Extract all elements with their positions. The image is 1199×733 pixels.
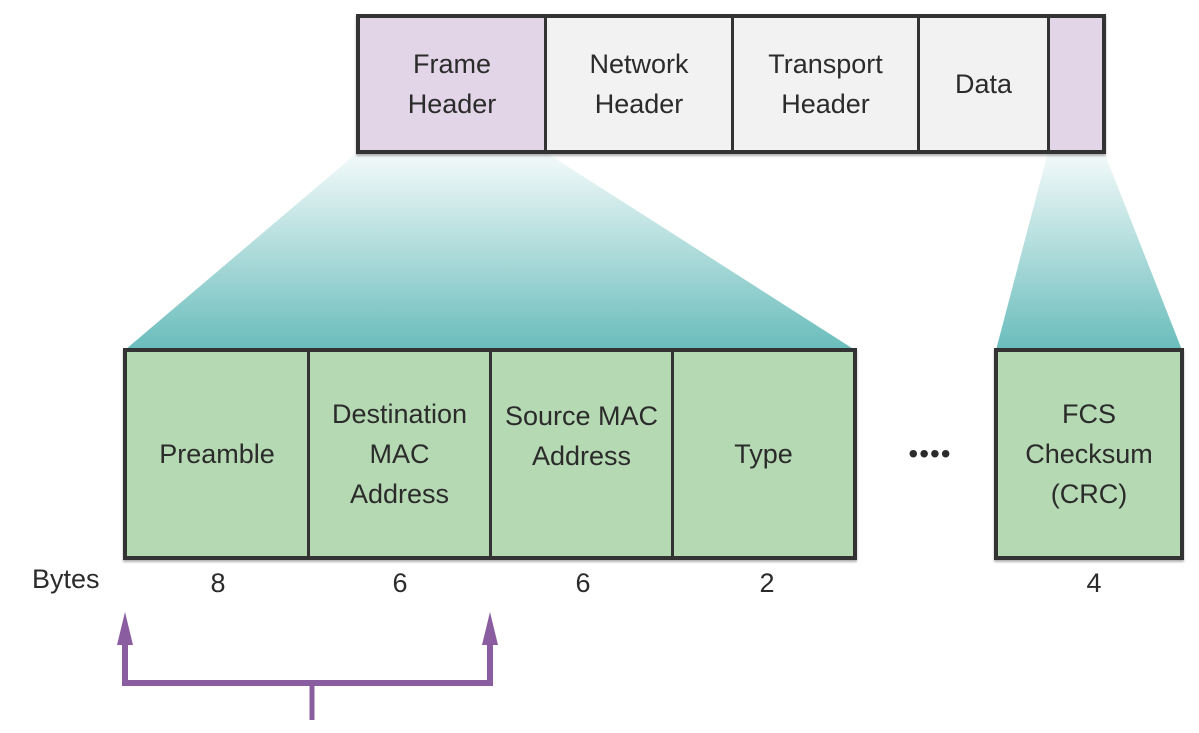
field-label: Source MAC Address xyxy=(504,401,659,471)
field-label: Type xyxy=(734,439,793,469)
field-fcs: FCS Checksum (CRC) xyxy=(994,348,1184,560)
fcs-zoom-wedge xyxy=(996,152,1182,350)
arrow-up-icon xyxy=(482,612,498,645)
bracket-line xyxy=(122,628,493,686)
ethernet-fields-row: Preamble Destination MAC Address Source … xyxy=(123,348,857,560)
transport-header-cell: Transport Header xyxy=(734,18,920,150)
field-label: FCS Checksum (CRC) xyxy=(1025,399,1153,509)
arrow-up-icon xyxy=(117,612,133,645)
bracket-arrows xyxy=(122,628,493,720)
field-label: Preamble xyxy=(159,439,275,469)
transport-header-label: Transport Header xyxy=(768,49,883,119)
bytes-value: 4 xyxy=(1086,568,1102,598)
field-label: Destination MAC Address xyxy=(331,399,468,509)
network-header-cell: Network Header xyxy=(547,18,734,150)
bytes-value: 6 xyxy=(392,568,408,598)
frame-row: Frame Header Network Header Transport He… xyxy=(356,14,1106,154)
bytes-value: 6 xyxy=(575,568,591,598)
field-preamble: Preamble xyxy=(127,352,310,556)
bytes-value: 2 xyxy=(759,568,775,598)
network-header-label: Network Header xyxy=(589,49,689,119)
field-destination-mac: Destination MAC Address xyxy=(310,352,492,556)
ellipsis: •••• xyxy=(908,438,952,469)
data-cell: Data xyxy=(920,18,1050,150)
frame-trailer-cell xyxy=(1050,18,1102,150)
frame-header-zoom-wedge xyxy=(125,152,855,350)
bytes-label: Bytes xyxy=(32,564,100,594)
frame-header-label: Frame Header xyxy=(407,49,497,119)
field-type: Type xyxy=(674,352,853,556)
field-source-mac: Source MAC Address xyxy=(492,352,674,556)
frame-header-cell: Frame Header xyxy=(360,18,547,150)
data-label: Data xyxy=(954,69,1013,99)
bytes-value: 8 xyxy=(210,568,226,598)
